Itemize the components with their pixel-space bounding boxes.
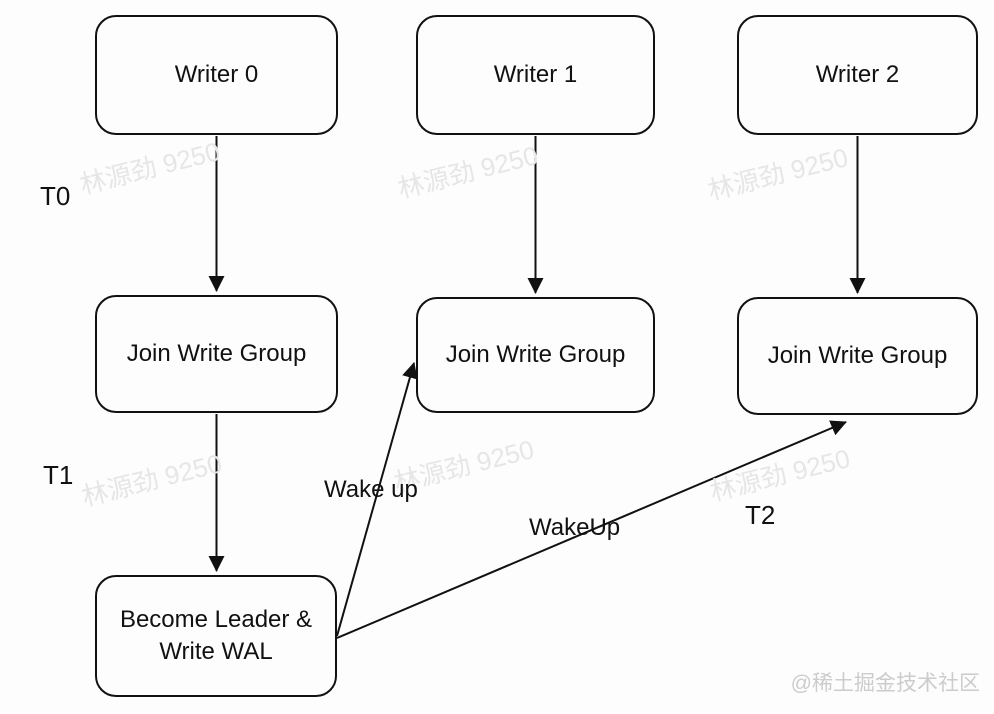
arrow-leader-to-join1-wakeup (336, 362, 418, 637)
node-join-write-group-1: Join Write Group (416, 297, 655, 413)
node-writer-2: Writer 2 (737, 15, 978, 135)
timeline-label-t1: T1 (43, 460, 74, 490)
attribution-watermark: @稀土掘金技术社区 (790, 672, 980, 695)
edge-label-wake-up: Wake up (324, 476, 418, 503)
node-become-leader-write-wal: Become Leader & Write WAL (95, 575, 337, 697)
node-writer-0: Writer 0 (95, 15, 338, 135)
timeline-label-t2: T2 (745, 500, 776, 530)
edge-label-wakeup: WakeUp (529, 514, 621, 541)
node-join-write-group-2: Join Write Group (737, 297, 978, 415)
arrow-leader-to-join2-wakeup (336, 420, 847, 639)
timeline-label-t0: T0 (40, 181, 71, 211)
node-join-write-group-0: Join Write Group (95, 295, 338, 413)
node-writer-1: Writer 1 (416, 15, 655, 135)
